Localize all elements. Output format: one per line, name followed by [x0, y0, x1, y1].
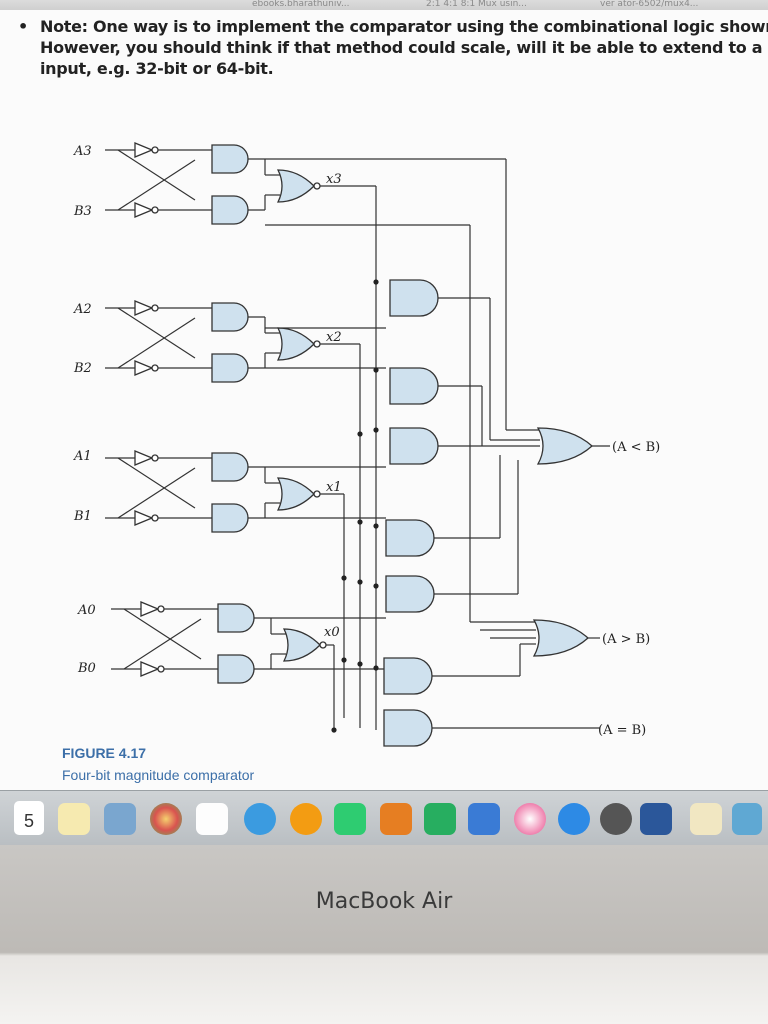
input-label-b0: B0: [77, 661, 96, 676]
bullet-marker: •: [18, 17, 28, 36]
note-line-2: However, you should think if that method…: [40, 38, 768, 57]
notepad-icon[interactable]: [690, 803, 722, 835]
browser-tab[interactable]: 2:1 4:1 8:1 Mux usin...: [426, 0, 527, 9]
output-label-less-than: (A < B): [612, 440, 660, 455]
messages-icon[interactable]: [244, 803, 276, 835]
facetime-icon[interactable]: [334, 803, 366, 835]
figure-title: FIGURE 4.17: [62, 745, 147, 761]
or-gate-less-than: [536, 427, 593, 465]
pages-icon[interactable]: [380, 803, 412, 835]
reminders-icon[interactable]: [196, 803, 228, 835]
x3-label: x3: [326, 172, 342, 187]
bit-stage-0: [111, 601, 386, 729]
itunes-icon[interactable]: [514, 803, 546, 835]
browser-tab[interactable]: ebooks.bharathuniv...: [252, 0, 350, 9]
figure-caption: Four-bit magnitude comparator: [62, 767, 255, 783]
calendar-icon[interactable]: 5: [14, 801, 44, 835]
notes-icon[interactable]: [58, 803, 90, 835]
browser-tab[interactable]: ver ator-6502/mux4...: [600, 0, 699, 9]
unknown-icon[interactable]: [732, 803, 762, 835]
input-label-b2: B2: [73, 361, 92, 376]
x2-label: x2: [326, 330, 342, 345]
note-paragraph: • Note: One way is to implement the comp…: [18, 16, 768, 79]
output-label-greater-than: (A > B): [602, 632, 650, 647]
appstore-icon[interactable]: [558, 803, 590, 835]
note-line-1: Note: One way is to implement the compar…: [40, 17, 768, 36]
keynote-icon[interactable]: [468, 803, 500, 835]
timemachine-icon[interactable]: [600, 803, 632, 835]
comparator-circuit-diagram: .w { stroke:#333; stroke-width:1.2; fill…: [73, 142, 660, 747]
input-label-b3: B3: [73, 204, 92, 219]
note-line-3: input, e.g. 32-bit or 64-bit.: [40, 59, 274, 78]
screen-content: • Note: One way is to implement the comp…: [0, 10, 768, 790]
x0-label: x0: [324, 625, 340, 640]
bit-stage-3: [105, 142, 507, 730]
preview-icon[interactable]: [104, 803, 136, 835]
laptop-bezel: [0, 845, 768, 1024]
calendar-day: 5: [23, 811, 34, 831]
and-gate-column: [383, 279, 600, 747]
junction-dots: [331, 279, 379, 733]
numbers-icon[interactable]: [424, 803, 456, 835]
input-label-b1: B1: [73, 509, 92, 524]
or-gate-greater-than: [532, 619, 589, 657]
device-brand-label: MacBook Air: [315, 889, 453, 914]
macos-dock: 5: [0, 790, 768, 846]
x1-label: x1: [326, 480, 342, 495]
input-label-a3: A3: [73, 144, 92, 159]
ibooks-icon[interactable]: [290, 803, 322, 835]
output-label-equal: (A = B): [598, 723, 646, 738]
input-label-a2: A2: [73, 302, 92, 317]
word-icon[interactable]: [640, 803, 672, 835]
photos-icon[interactable]: [150, 803, 182, 835]
input-label-a0: A0: [77, 603, 96, 618]
bit-stage-1: [105, 450, 386, 718]
input-label-a1: A1: [73, 449, 92, 464]
bit-stage-2: [105, 300, 386, 728]
